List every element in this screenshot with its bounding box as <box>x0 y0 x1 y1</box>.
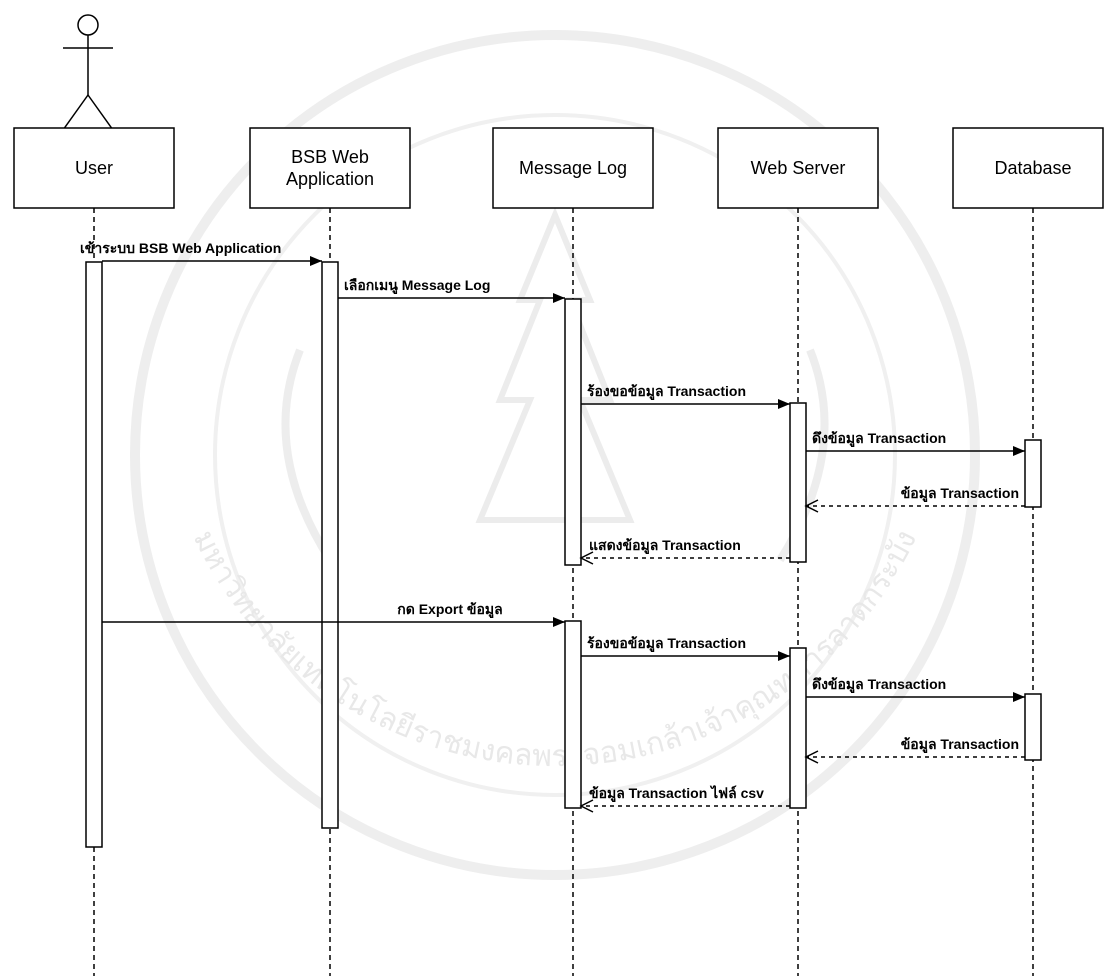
activation-bar-db <box>1024 693 1042 761</box>
message-m7: กด Export ข้อมูล <box>102 601 565 627</box>
participant-box <box>492 127 654 209</box>
participant-msglog: Message Log <box>492 127 654 209</box>
message-m5: ข้อมูล Transaction <box>804 485 1025 513</box>
participant-user: User <box>13 127 175 209</box>
open-arrowhead <box>804 750 819 764</box>
participant-db: Database <box>952 127 1104 209</box>
open-arrowhead <box>804 499 819 513</box>
participant-label: Message Log <box>519 158 627 178</box>
message-label: ดึงข้อมูล Transaction <box>812 676 946 693</box>
open-arrowhead <box>579 551 594 565</box>
message-label: ข้อมูล Transaction <box>901 485 1019 502</box>
message-label: ร้องขอข้อมูล Transaction <box>587 383 746 400</box>
user-actor-icon <box>62 14 114 131</box>
participant-label: User <box>75 158 113 178</box>
open-arrowhead <box>579 799 594 813</box>
message-m10: ข้อมูล Transaction <box>804 736 1025 764</box>
participant-websrv: Web Server <box>717 127 879 209</box>
message-m3: ร้องขอข้อมูล Transaction <box>581 383 790 409</box>
participant-label: Application <box>286 169 374 189</box>
activation-bar-bsb <box>321 261 339 829</box>
message-label: ร้องขอข้อมูล Transaction <box>587 635 746 652</box>
participant-box <box>249 127 411 209</box>
message-m9: ดึงข้อมูล Transaction <box>806 676 1025 702</box>
message-label: ข้อมูล Transaction ไฟล์ csv <box>589 784 764 802</box>
activation-bar-websrv <box>789 647 807 809</box>
activation-bar-msglog <box>564 298 582 566</box>
participant-label: Web Server <box>751 158 846 178</box>
watermark-text: มหาวิทยาลัยเทคโนโลยีราชมงคลพระจอมเกล้าเจ… <box>186 525 924 775</box>
message-m11: ข้อมูล Transaction ไฟล์ csv <box>579 784 790 813</box>
activation-bar-db <box>1024 439 1042 508</box>
message-label: กด Export ข้อมูล <box>397 601 502 618</box>
message-label: ข้อมูล Transaction <box>901 736 1019 753</box>
participant-box <box>13 127 175 209</box>
message-label: ดึงข้อมูล Transaction <box>812 430 946 447</box>
participant-box <box>717 127 879 209</box>
message-m8: ร้องขอข้อมูล Transaction <box>581 635 790 661</box>
participant-box <box>952 127 1104 209</box>
message-label: แสดงข้อมูล Transaction <box>589 537 741 554</box>
activation-bar-msglog <box>564 620 582 809</box>
message-m1: เข้าระบบ BSB Web Application <box>80 240 322 266</box>
message-m2: เลือกเมนู Message Log <box>338 277 565 303</box>
message-label: เข้าระบบ BSB Web Application <box>80 240 281 256</box>
activation-bar-user <box>85 261 103 848</box>
participant-label: BSB Web <box>291 147 369 167</box>
message-label: เลือกเมนู Message Log <box>344 277 490 294</box>
activation-bar-websrv <box>789 402 807 563</box>
participant-label: Database <box>994 158 1071 178</box>
message-m6: แสดงข้อมูล Transaction <box>579 537 790 565</box>
message-m4: ดึงข้อมูล Transaction <box>806 430 1025 456</box>
